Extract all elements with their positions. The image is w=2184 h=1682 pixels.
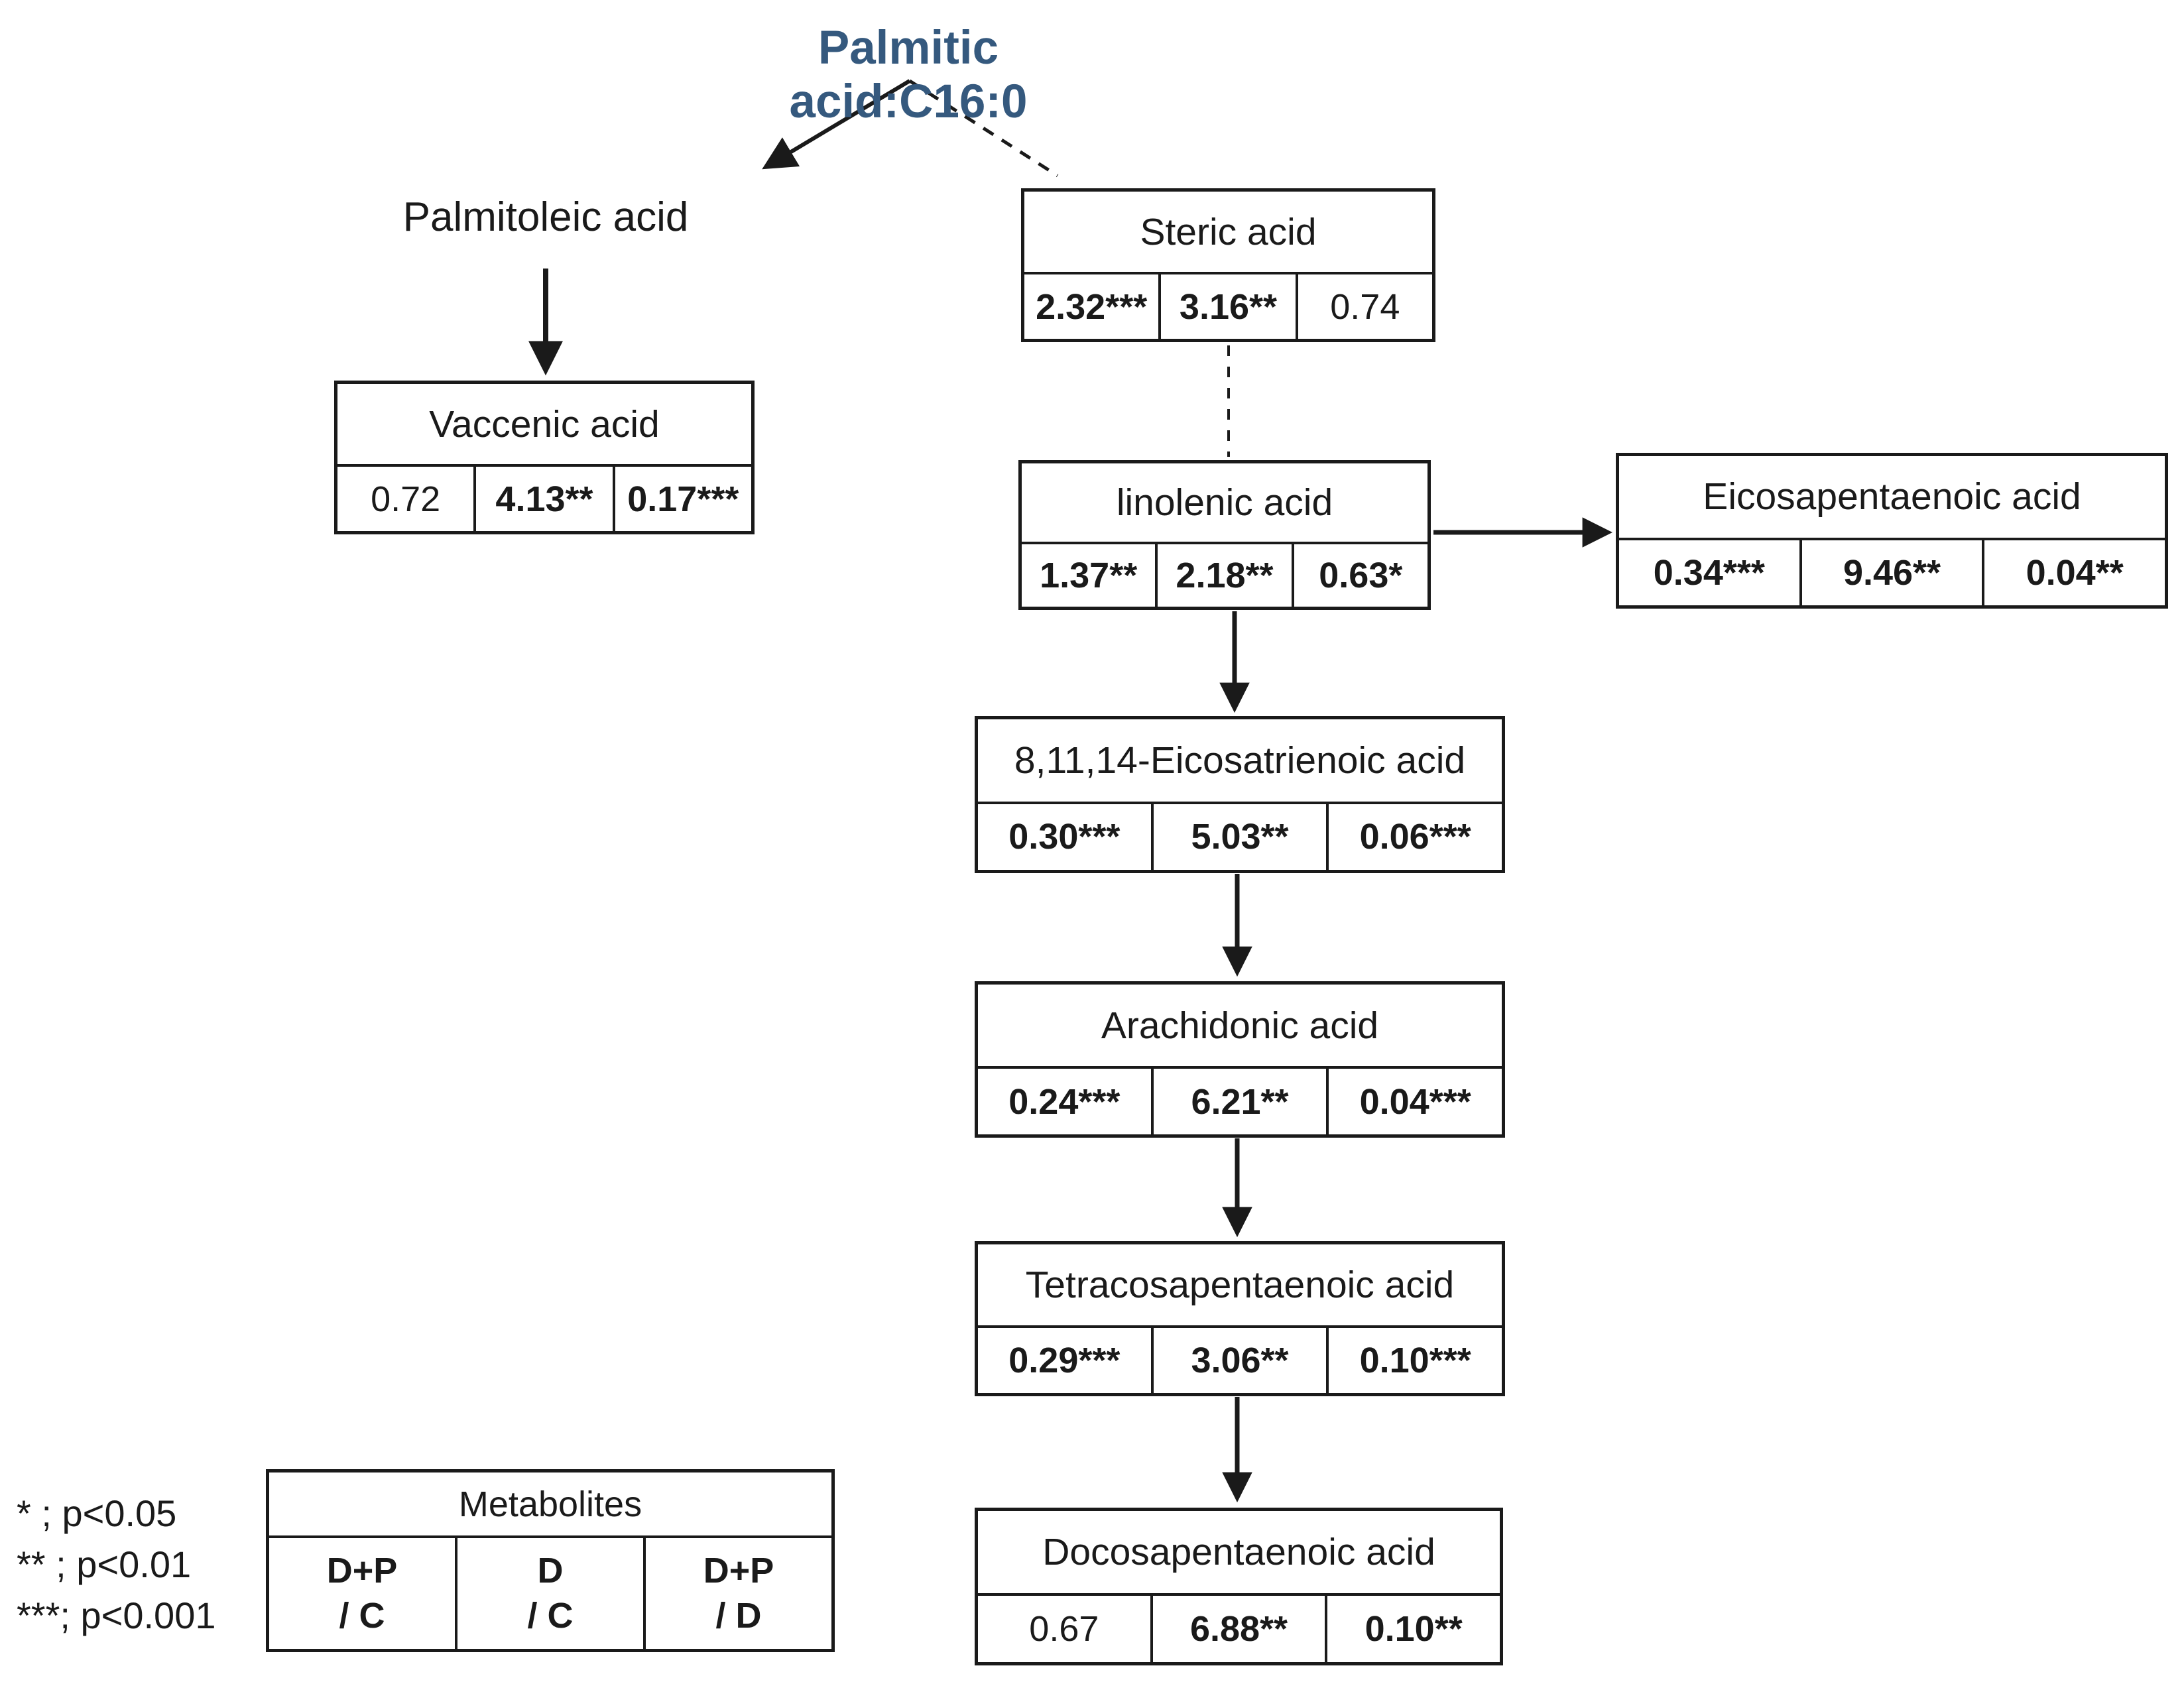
arrow-palmitic-to-palmitoleic bbox=[762, 79, 911, 170]
node-linolenic-acid: linolenic acid 1.37** 2.18** 0.63* bbox=[1018, 460, 1431, 610]
node-label: Steric acid bbox=[1024, 192, 1432, 275]
dashed-line-palmitic-to-steric bbox=[908, 79, 1059, 178]
node-label: Tetracosapentaenoic acid bbox=[978, 1244, 1502, 1329]
value-cell-d-c: 3.06** bbox=[1150, 1328, 1327, 1393]
value-cell-dp-c: 0.24*** bbox=[1008, 1081, 1121, 1122]
legend-cell-line1: D bbox=[537, 1551, 564, 1591]
value-cell-dp-d: 0.04*** bbox=[1326, 1069, 1502, 1134]
node-eicosapentaenoic-acid: Eicosapentaenoic acid 0.34*** 9.46** 0.0… bbox=[1616, 453, 2168, 609]
node-vaccenic-acid: Vaccenic acid 0.72 4.13** 0.17*** bbox=[334, 381, 755, 534]
node-label: Docosapentaenoic acid bbox=[978, 1511, 1500, 1596]
legend-cell-dp-d: D+P / D bbox=[643, 1538, 831, 1649]
node-label: linolenic acid bbox=[1022, 463, 1427, 544]
value-cell-d-c: 2.18** bbox=[1155, 544, 1291, 607]
node-label: Arachidonic acid bbox=[978, 985, 1502, 1069]
legend-cell-d-c: D / C bbox=[455, 1538, 643, 1649]
value-cell-dp-c: 0.30*** bbox=[1008, 817, 1121, 857]
value-cell-dp-c: 0.72 bbox=[371, 479, 441, 519]
legend-metabolites-header: Metabolites bbox=[269, 1472, 831, 1539]
node-label: Vaccenic acid bbox=[337, 384, 751, 467]
legend-significance-p001: ***; p<0.001 bbox=[17, 1594, 216, 1636]
value-cell-d-c: 3.16** bbox=[1158, 274, 1295, 339]
legend-cell-line2: / C bbox=[339, 1595, 385, 1636]
node-eicosatrienoic-acid: 8,11,14-Eicosatrienoic acid 0.30*** 5.03… bbox=[975, 716, 1505, 873]
value-cell-dp-d: 0.74 bbox=[1295, 274, 1432, 339]
value-cell-d-c: 6.21** bbox=[1150, 1069, 1327, 1134]
legend-significance-p05: * ; p<0.05 bbox=[17, 1492, 177, 1534]
label-palmitoleic-acid: Palmitoleic acid bbox=[402, 194, 689, 240]
value-cell-dp-c: 0.34*** bbox=[1653, 552, 1765, 593]
value-cell-dp-c: 0.29*** bbox=[1008, 1341, 1121, 1381]
node-arachidonic-acid: Arachidonic acid 0.24*** 6.21** 0.04*** bbox=[975, 981, 1505, 1138]
value-cell-d-c: 9.46** bbox=[1799, 540, 1982, 605]
legend-cell-dp-c: D+P / C bbox=[269, 1538, 455, 1649]
node-docosapentaenoic-acid: Docosapentaenoic acid 0.67 6.88** 0.10** bbox=[975, 1508, 1503, 1665]
node-tetracosapentaenoic-acid: Tetracosapentaenoic acid 0.29*** 3.06** … bbox=[975, 1241, 1505, 1396]
value-cell-dp-c: 0.67 bbox=[1029, 1609, 1099, 1650]
legend-cell-line1: D+P bbox=[326, 1551, 398, 1591]
value-cell-dp-c: 1.37** bbox=[1040, 555, 1138, 595]
legend-cell-line2: / D bbox=[715, 1595, 762, 1636]
value-cell-dp-d: 0.63* bbox=[1291, 544, 1427, 607]
value-cell-d-c: 5.03** bbox=[1150, 804, 1327, 870]
legend-metabolites-box: Metabolites D+P / C D / C D+P / D bbox=[266, 1469, 835, 1652]
value-cell-dp-d: 0.10** bbox=[1325, 1596, 1500, 1662]
node-label: 8,11,14-Eicosatrienoic acid bbox=[978, 719, 1502, 804]
node-label: Eicosapentaenoic acid bbox=[1619, 456, 2165, 540]
legend-significance-p01: ** ; p<0.01 bbox=[17, 1543, 192, 1585]
value-cell-dp-d: 0.06*** bbox=[1326, 804, 1502, 870]
value-cell-dp-d: 0.04** bbox=[1982, 540, 2165, 605]
value-cell-d-c: 6.88** bbox=[1150, 1596, 1325, 1662]
legend-cell-line1: D+P bbox=[703, 1551, 774, 1591]
diagram-title: Palmitic acid:C16:0 bbox=[789, 22, 1028, 128]
node-steric-acid: Steric acid 2.32*** 3.16** 0.74 bbox=[1021, 188, 1435, 342]
value-cell-dp-d: 0.17*** bbox=[612, 467, 751, 531]
value-cell-dp-d: 0.10*** bbox=[1326, 1328, 1502, 1393]
legend-cell-line2: / C bbox=[527, 1595, 574, 1636]
value-cell-d-c: 4.13** bbox=[473, 467, 612, 531]
value-cell-dp-c: 2.32*** bbox=[1036, 286, 1148, 327]
